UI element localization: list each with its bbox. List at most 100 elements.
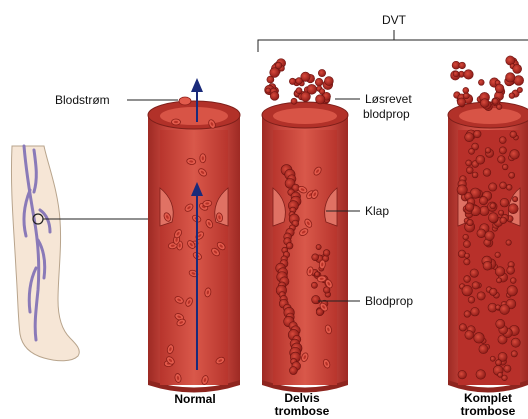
vessel-partial bbox=[262, 59, 348, 393]
clot-blob bbox=[324, 77, 333, 86]
clot-blob bbox=[472, 172, 478, 178]
clot-blob bbox=[318, 69, 325, 76]
clot-blob bbox=[464, 70, 474, 80]
clot-blob bbox=[470, 269, 478, 277]
label-detached-clot-line1: Løsrevet bbox=[365, 92, 412, 106]
clot-blob bbox=[476, 155, 485, 164]
clot-blob bbox=[510, 131, 517, 138]
leg-illustration bbox=[11, 146, 152, 361]
clot-blob bbox=[490, 356, 495, 361]
clot-blob bbox=[289, 78, 295, 84]
clot-blob bbox=[489, 183, 497, 191]
clot-blob bbox=[459, 324, 466, 331]
clot-blob bbox=[467, 219, 473, 225]
clot-blob bbox=[459, 62, 466, 69]
clot-blob bbox=[485, 147, 491, 153]
caption-complete-line2: trombose bbox=[461, 404, 516, 418]
clot-blob bbox=[465, 203, 474, 212]
clot-blob bbox=[496, 360, 502, 366]
clot-blob bbox=[479, 345, 488, 354]
clot-blob bbox=[464, 253, 469, 258]
label-blood-flow: Blodstrøm bbox=[55, 93, 110, 107]
clot-blob bbox=[500, 217, 507, 224]
clot-blob bbox=[510, 278, 516, 284]
clot-blob bbox=[496, 278, 501, 283]
clot-blob bbox=[466, 160, 472, 166]
clot-blob bbox=[488, 213, 498, 223]
clot-blob bbox=[502, 164, 508, 170]
clot-blob bbox=[510, 150, 520, 160]
clot-blob bbox=[266, 88, 271, 93]
clot-blob bbox=[289, 367, 297, 375]
clot-blob bbox=[463, 234, 469, 240]
caption-partial-line1: Delvis bbox=[284, 391, 320, 405]
label-detached-clot-line2: blodprop bbox=[363, 107, 410, 121]
clot-blob bbox=[511, 351, 517, 357]
clot-blob bbox=[462, 285, 472, 295]
label-clot: Blodprop bbox=[365, 294, 413, 308]
clot-blob bbox=[495, 252, 501, 258]
clot-blob bbox=[275, 62, 282, 69]
captions: Normal Delvis trombose Komplet trombose bbox=[174, 391, 515, 418]
clot-blob bbox=[296, 78, 303, 85]
caption-complete-line1: Komplet bbox=[464, 391, 512, 405]
clot-blob bbox=[500, 198, 509, 207]
clot-blob bbox=[466, 167, 473, 174]
clot-blob bbox=[500, 305, 510, 315]
clot-blob bbox=[495, 267, 505, 277]
clot-blob bbox=[499, 147, 506, 154]
clot-blob bbox=[464, 276, 471, 283]
label-valve: Klap bbox=[365, 204, 389, 218]
clot-blob bbox=[468, 296, 475, 303]
clot-blob bbox=[315, 78, 323, 86]
clot-blob bbox=[319, 89, 325, 95]
clot-blob bbox=[479, 196, 487, 204]
clot-blob bbox=[507, 266, 515, 274]
clot-blob bbox=[490, 288, 497, 295]
clot-blob bbox=[323, 250, 330, 257]
clot-blob bbox=[457, 185, 467, 195]
clot-blob bbox=[270, 68, 280, 78]
clot-blob bbox=[513, 64, 522, 73]
detached-clot-cluster bbox=[265, 59, 334, 105]
clot-blob bbox=[465, 331, 474, 340]
clot-blob bbox=[496, 319, 505, 328]
clot-blob bbox=[477, 229, 486, 238]
clot-blob bbox=[498, 156, 506, 164]
clot-blob bbox=[507, 286, 517, 296]
clot-blob bbox=[286, 242, 293, 249]
clot-blob bbox=[463, 240, 470, 247]
clot-blob bbox=[464, 259, 470, 265]
clot-blob bbox=[316, 95, 325, 104]
flow-arrowhead-top-icon bbox=[191, 78, 203, 92]
clot-blob bbox=[464, 311, 471, 318]
clot-blob bbox=[497, 104, 502, 109]
clot-blob bbox=[469, 148, 475, 154]
clot-blob bbox=[506, 73, 515, 82]
clot-blob bbox=[483, 169, 491, 177]
clot-blob bbox=[480, 99, 489, 108]
clot-blob bbox=[471, 307, 480, 316]
clot-blob bbox=[506, 240, 511, 245]
clot-blob bbox=[465, 133, 474, 142]
clot-blob bbox=[495, 84, 504, 93]
clot-blob bbox=[506, 184, 512, 190]
clot-blob bbox=[453, 71, 459, 77]
clot-blob bbox=[316, 244, 321, 249]
dvt-bracket: DVT bbox=[258, 13, 528, 52]
clot-blob bbox=[509, 172, 515, 178]
red-blood-cell-center bbox=[202, 156, 204, 160]
clot-blob bbox=[312, 254, 319, 261]
clot-blob bbox=[477, 292, 485, 300]
clot-blob bbox=[499, 137, 506, 144]
clot-blob bbox=[312, 295, 320, 303]
clot-blob bbox=[483, 261, 492, 270]
clot-blob bbox=[508, 204, 518, 214]
clot-blob bbox=[291, 98, 297, 104]
clot-blob bbox=[296, 88, 302, 94]
clot-blob bbox=[485, 231, 494, 240]
clot-blob bbox=[490, 203, 496, 209]
clot-blob bbox=[517, 87, 522, 92]
clot-blob bbox=[457, 98, 465, 106]
